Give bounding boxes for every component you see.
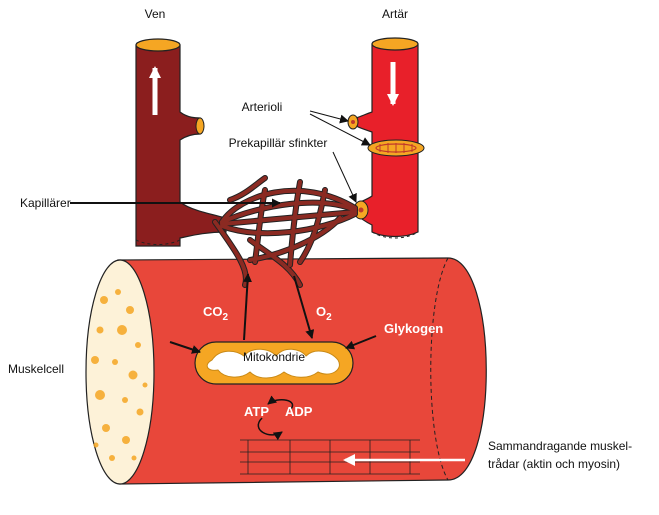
arrows: [70, 110, 377, 441]
label-arterioli: Arterioli: [242, 100, 283, 114]
left-arrow: [169, 341, 201, 354]
label-kapillarer: Kapillärer: [20, 196, 71, 210]
label-glykogen: Glykogen: [384, 321, 443, 336]
glykogen-arrow: [345, 335, 377, 350]
atp-cycle-arrow-1: [257, 417, 283, 441]
myofibrils: [240, 439, 420, 475]
mitochondrion: Mitokondrie: [194, 341, 354, 385]
vein: [135, 38, 227, 247]
label-mitokondrie: Mitokondrie: [243, 350, 305, 364]
arterioli-pointer-2: [309, 113, 371, 146]
cross-section-dots: [91, 289, 148, 461]
label-co2: CO2: [203, 304, 229, 323]
co2-arrow: [243, 273, 253, 341]
label-sammandragande-1: Sammandragande muskel-: [488, 439, 632, 453]
artery-opening: [371, 37, 419, 51]
arterioli-pointer-1: [309, 110, 349, 124]
vein-body: [135, 44, 227, 247]
capillaries-fill: [213, 176, 357, 287]
label-adp: ADP: [285, 404, 313, 419]
artery: [347, 37, 425, 239]
vein-opening: [135, 38, 181, 52]
label-ven: Ven: [145, 7, 166, 21]
label-muskelcell: Muskelcell: [8, 362, 64, 376]
label-o2: O2: [316, 304, 332, 323]
label-sammandragande-2: trådar (aktin och myosin): [488, 457, 620, 471]
vein-branch-opening: [195, 117, 205, 135]
label-artar: Artär: [382, 7, 408, 21]
atp-cycle-arrow-2: [267, 395, 294, 411]
label-prekapillar: Prekapillär sfinkter: [229, 136, 328, 150]
mitochondrion-inner: [206, 348, 340, 379]
label-atp: ATP: [244, 404, 269, 419]
sphincter-pointer: [332, 151, 357, 203]
o2-arrow: [293, 275, 315, 339]
